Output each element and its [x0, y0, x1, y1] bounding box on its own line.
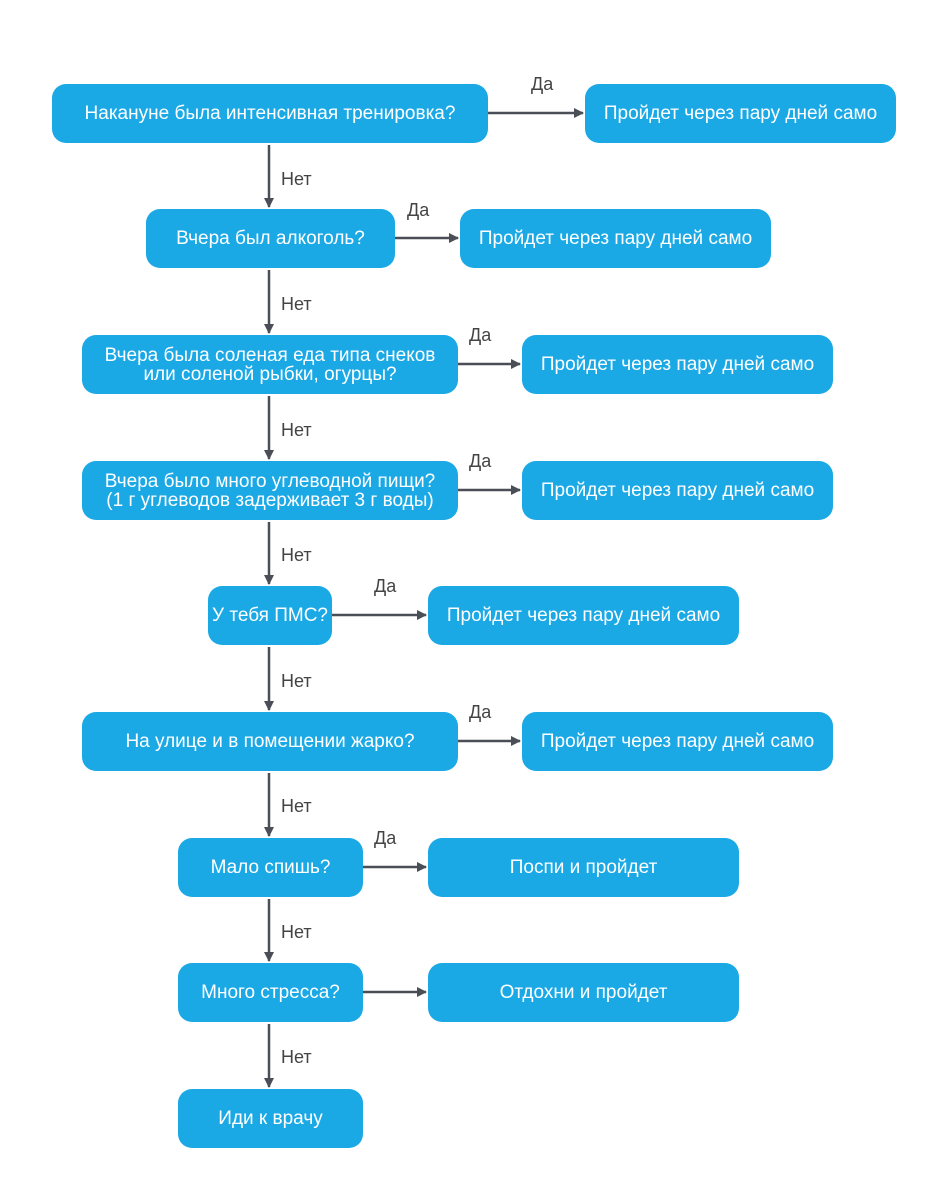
question-box-stress: Много стресса? [178, 963, 363, 1022]
yes-label-1: Да [531, 74, 554, 94]
question-box-pms: У тебя ПМС? [208, 586, 332, 645]
outcome-box-3: Пройдет через пару дней само [522, 335, 833, 394]
question-text-line-1: Вчера была соленая еда типа снеков [104, 344, 436, 366]
outcome-box-1: Пройдет через пару дней само [585, 84, 896, 143]
outcome-text: Пройдет через пару дней само [540, 731, 815, 752]
outcome-box-2: Пройдет через пару дней само [460, 209, 771, 268]
outcome-box-7: Поспи и пройдет [428, 838, 739, 897]
outcome-box-5: Пройдет через пару дней само [428, 586, 739, 645]
yes-label-3: Да [469, 325, 492, 345]
outcome-text: Отдохни и пройдет [499, 982, 668, 1003]
outcome-box-6: Пройдет через пару дней само [522, 712, 833, 771]
yes-label-5: Да [374, 576, 397, 596]
question-text: Мало спишь? [210, 857, 331, 878]
no-label-4: Нет [281, 545, 312, 565]
yes-label-4: Да [469, 451, 492, 471]
question-text: Вчера был алкоголь? [176, 228, 365, 249]
final-text: Иди к врачу [218, 1108, 323, 1129]
no-label-6: Нет [281, 796, 312, 816]
question-text: У тебя ПМС? [212, 605, 328, 626]
final-box-see-doctor: Иди к врачу [178, 1089, 363, 1148]
no-label-8: Нет [281, 1047, 312, 1067]
question-box-alcohol: Вчера был алкоголь? [146, 209, 395, 268]
outcome-text: Пройдет через пару дней само [540, 354, 815, 375]
outcome-text: Пройдет через пару дней само [446, 605, 721, 626]
question-text: Накануне была интенсивная тренировка? [84, 103, 456, 124]
question-box-little-sleep: Мало спишь? [178, 838, 363, 897]
no-label-1: Нет [281, 169, 312, 189]
question-box-carbs: Вчера было много углеводной пищи? (1 г у… [82, 461, 458, 520]
yes-label-2: Да [407, 200, 430, 220]
yes-label-6: Да [469, 702, 492, 722]
question-box-intense-training: Накануне была интенсивная тренировка? [52, 84, 488, 143]
no-label-3: Нет [281, 420, 312, 440]
question-box-heat: На улице и в помещении жарко? [82, 712, 458, 771]
outcome-box-4: Пройдет через пару дней само [522, 461, 833, 520]
outcome-text: Пройдет через пару дней само [603, 103, 878, 124]
outcome-text: Пройдет через пару дней само [478, 228, 753, 249]
question-text-line-1: Вчера было много углеводной пищи? [104, 470, 436, 492]
question-text-line-2: или соленой рыбки, огурцы? [143, 363, 397, 385]
outcome-text: Поспи и пройдет [509, 857, 658, 878]
yes-label-7: Да [374, 828, 397, 848]
no-label-2: Нет [281, 294, 312, 314]
question-text: Много стресса? [201, 982, 340, 1003]
no-label-7: Нет [281, 922, 312, 942]
no-label-5: Нет [281, 671, 312, 691]
outcome-text: Пройдет через пару дней само [540, 480, 815, 501]
question-text: На улице и в помещении жарко? [125, 731, 415, 752]
question-text-line-2: (1 г углеводов задерживает 3 г воды) [106, 489, 434, 511]
question-box-salty-food: Вчера была соленая еда типа снеков или с… [82, 335, 458, 394]
outcome-box-8: Отдохни и пройдет [428, 963, 739, 1022]
